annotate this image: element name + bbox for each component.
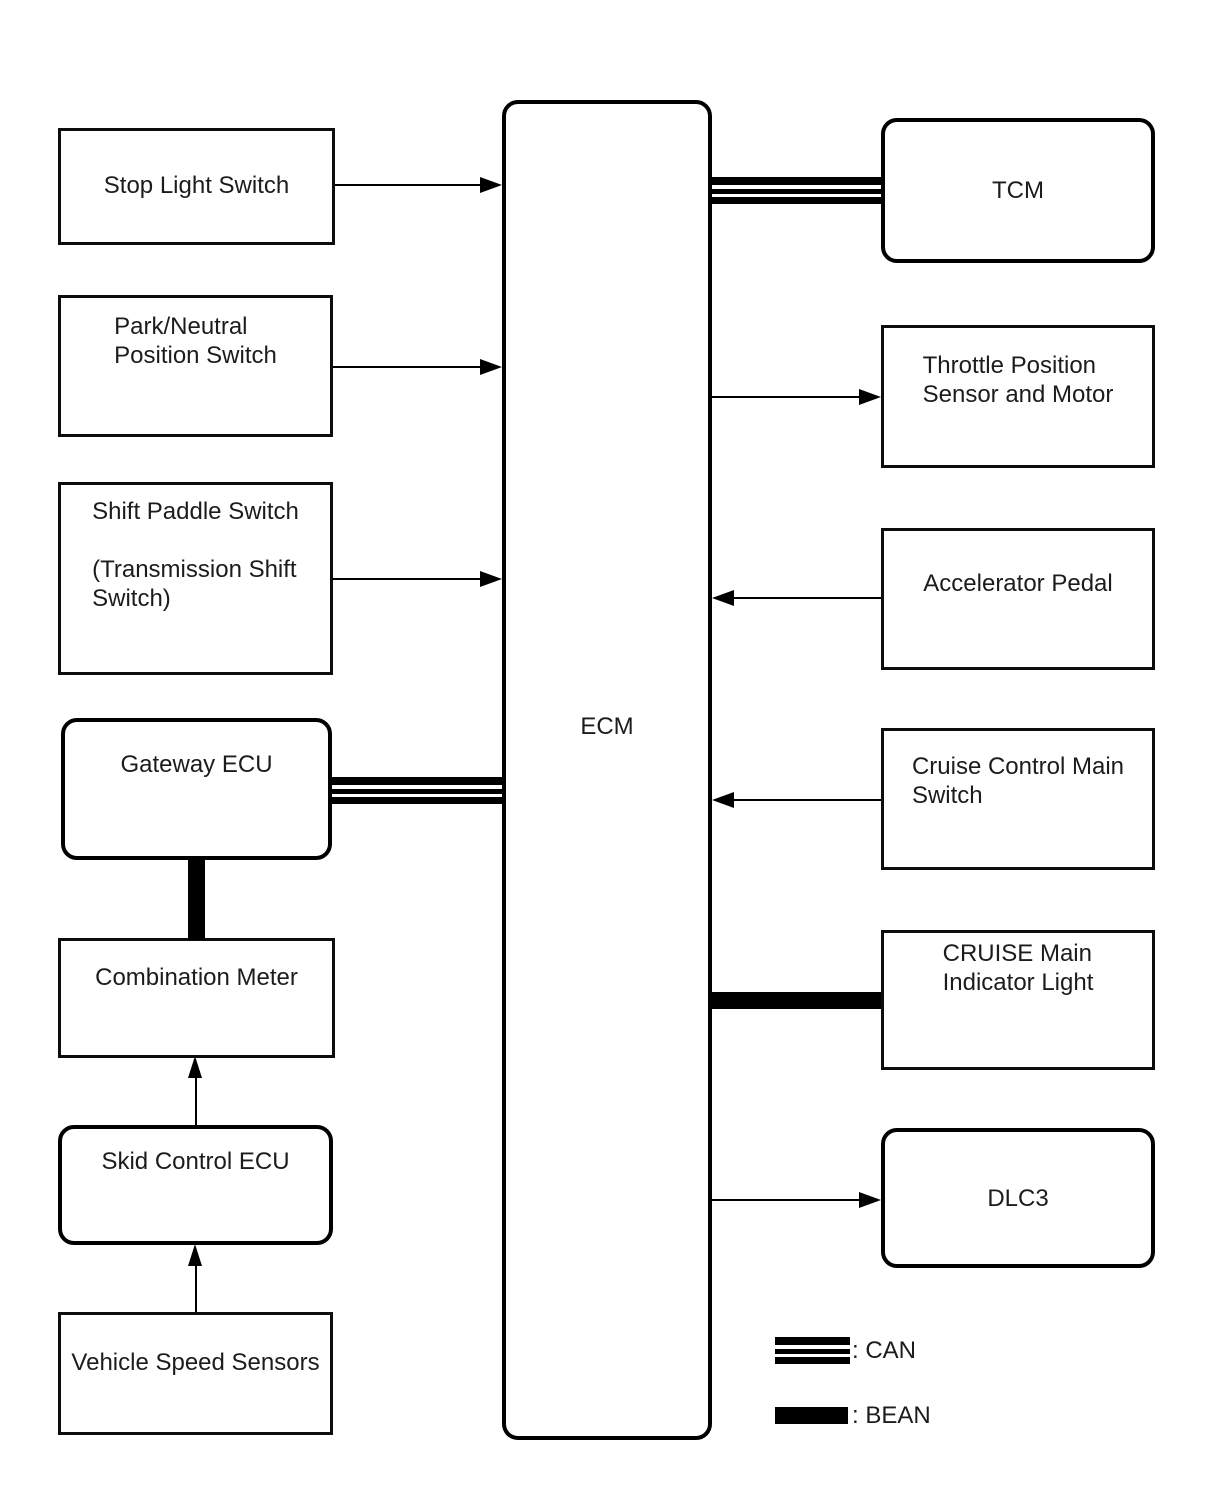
can-bus-gateway-to-ecm (332, 777, 503, 804)
node-cruise-control-main-switch: Cruise Control Main Switch (881, 728, 1155, 870)
can-bus-ecm-to-tcm (712, 177, 881, 204)
connector-line (712, 1199, 861, 1201)
can-bar (712, 197, 881, 204)
arrowhead-left-icon (712, 792, 734, 808)
node-dlc3-label: DLC3 (987, 1184, 1049, 1212)
node-shift-paddle-switch: Shift Paddle Switch (Transmission Shift … (58, 482, 333, 675)
node-stop-light-switch-label: Stop Light Switch (103, 172, 290, 199)
can-bar (332, 797, 503, 804)
node-skid-control-ecu-label: Skid Control ECU (101, 1148, 290, 1175)
can-bar (332, 777, 503, 785)
connector-line (195, 1078, 197, 1125)
node-combination-meter: Combination Meter (58, 938, 335, 1058)
arrowhead-up-icon (188, 1244, 202, 1266)
arrowhead-right-icon (480, 177, 502, 193)
node-cruise-main-indicator-light: CRUISE Main Indicator Light (881, 930, 1155, 1070)
node-shift-paddle-switch-label: Shift Paddle Switch (Transmission Shift … (92, 498, 299, 612)
node-park-neutral-position-switch: Park/Neutral Position Switch (58, 295, 333, 437)
node-vehicle-speed-sensors-label: Vehicle Speed Sensors (71, 1349, 320, 1376)
can-bar (712, 177, 881, 185)
node-stop-light-switch: Stop Light Switch (58, 128, 335, 245)
can-bar (775, 1337, 850, 1345)
node-cruise-main-indicator-light-label: CRUISE Main Indicator Light (942, 940, 1094, 996)
node-tcm-label: TCM (992, 177, 1044, 204)
node-ecm-label: ECM (580, 713, 634, 740)
node-throttle-position-sensor-and-motor-label: Throttle Position Sensor and Motor (922, 352, 1114, 408)
node-dlc3: DLC3 (881, 1128, 1155, 1268)
can-bar (712, 188, 881, 194)
node-gateway-ecu: Gateway ECU (61, 718, 332, 860)
connector-line (734, 597, 881, 599)
node-vehicle-speed-sensors: Vehicle Speed Sensors (58, 1312, 333, 1435)
can-bar (775, 1357, 850, 1364)
connector-line (712, 396, 861, 398)
bean-bus-gateway-to-combination-meter (188, 858, 205, 940)
node-combination-meter-label: Combination Meter (95, 964, 298, 991)
legend-bean-label: : BEAN (852, 1402, 931, 1429)
node-tcm: TCM (881, 118, 1155, 263)
legend-can-symbol (775, 1337, 850, 1364)
arrowhead-right-icon (480, 359, 502, 375)
legend-bean-symbol (775, 1407, 848, 1424)
bean-bus-ecm-to-cruise-indicator (712, 992, 881, 1009)
node-accelerator-pedal-label: Accelerator Pedal (923, 570, 1113, 597)
arrowhead-right-icon (480, 571, 502, 587)
node-ecm: ECM (502, 100, 712, 1440)
arrowhead-right-icon (859, 1192, 881, 1208)
arrowhead-right-icon (859, 389, 881, 405)
node-cruise-control-main-switch-label: Cruise Control Main Switch (911, 753, 1125, 809)
connector-line (335, 184, 482, 186)
can-bar (775, 1348, 850, 1354)
connector-line (333, 578, 482, 580)
connector-line (333, 366, 482, 368)
node-accelerator-pedal: Accelerator Pedal (881, 528, 1155, 670)
node-skid-control-ecu: Skid Control ECU (58, 1125, 333, 1245)
node-gateway-ecu-label: Gateway ECU (120, 751, 273, 778)
arrowhead-up-icon (188, 1056, 202, 1078)
arrowhead-left-icon (712, 590, 734, 606)
legend-can-label: : CAN (852, 1337, 917, 1364)
node-park-neutral-position-switch-label: Park/Neutral Position Switch (114, 313, 277, 369)
connector-line (734, 799, 881, 801)
connector-line (195, 1266, 197, 1312)
node-throttle-position-sensor-and-motor: Throttle Position Sensor and Motor (881, 325, 1155, 468)
can-bar (332, 788, 503, 794)
